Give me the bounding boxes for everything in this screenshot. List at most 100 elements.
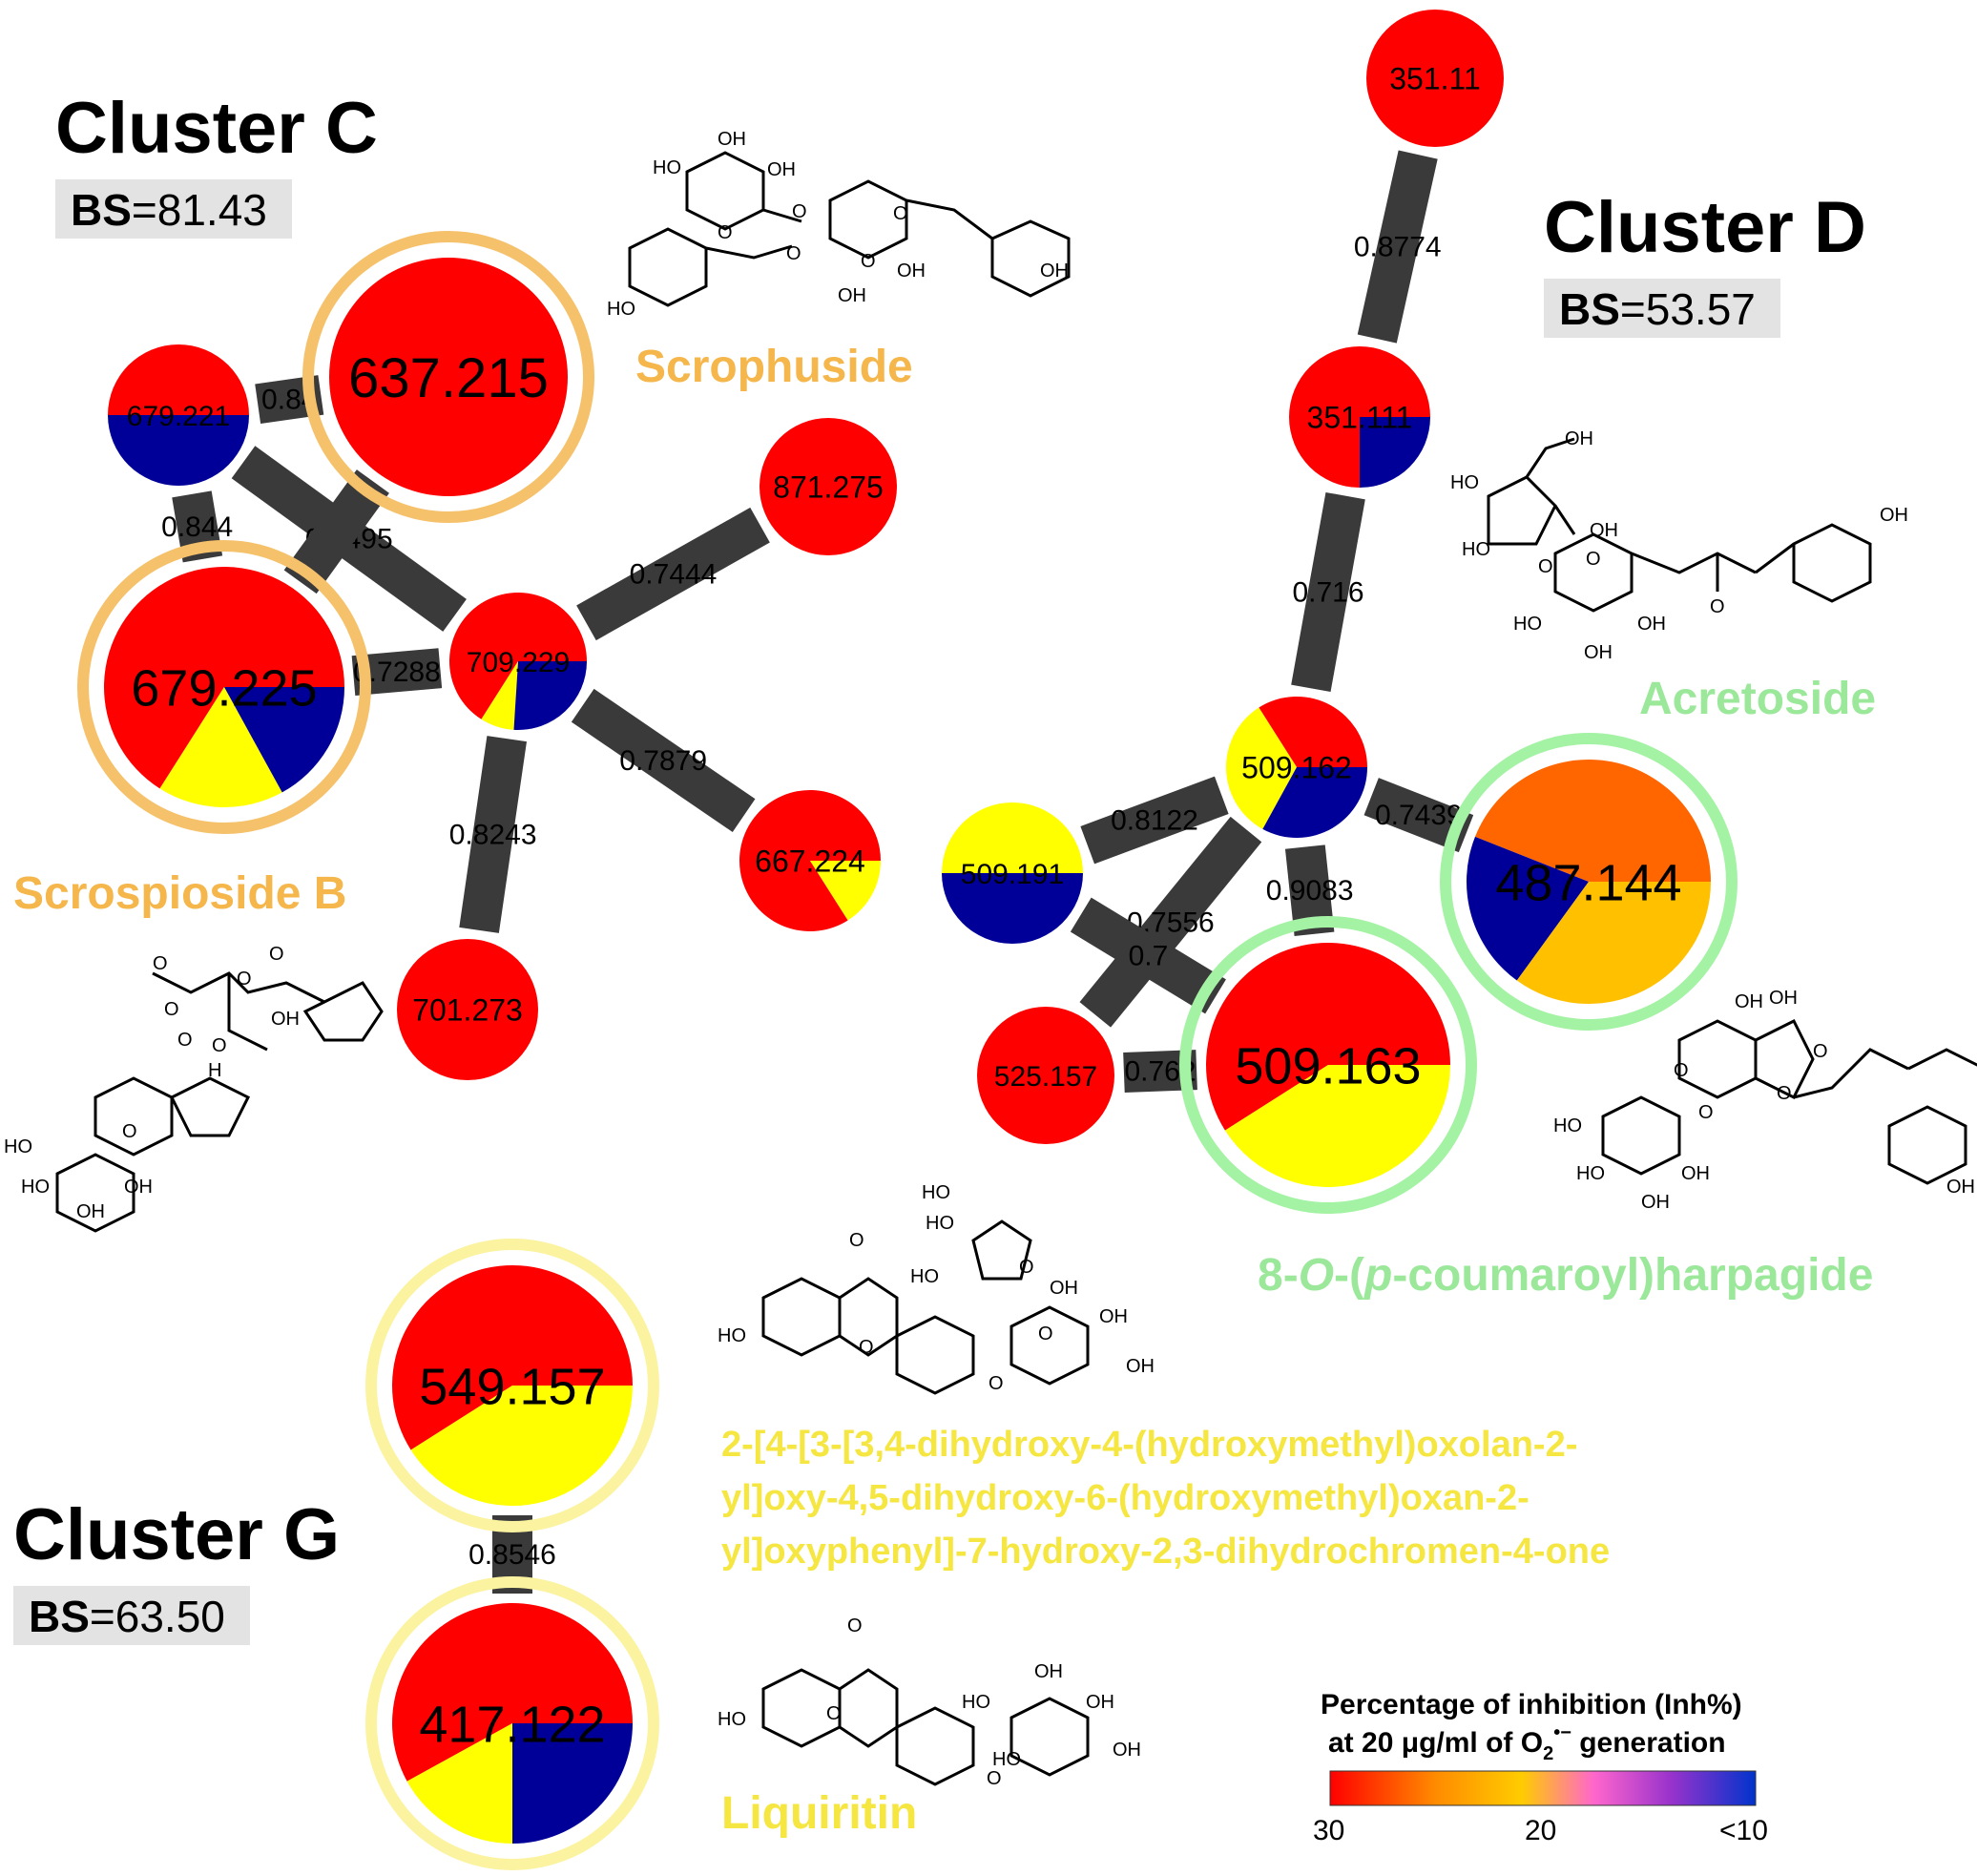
node-n637[interactable]: 637.215 <box>302 231 594 523</box>
pie-slice <box>977 1007 1114 1144</box>
edges-layer: 0.840.8440.74950.72880.74440.78790.82430… <box>161 150 1474 1594</box>
svg-text:OH: OH <box>1584 642 1613 663</box>
node-n509c[interactable]: 509.163 <box>1179 916 1477 1214</box>
node-n351a[interactable]: 351.11 <box>1366 10 1504 147</box>
pie-slice <box>392 1603 633 1782</box>
cluster-g-title: Cluster G <box>13 1494 340 1575</box>
svg-text:HO: HO <box>718 1709 746 1730</box>
node-n549[interactable]: 549.157 <box>365 1239 659 1532</box>
node-n709[interactable]: 709.229 <box>449 593 587 730</box>
edge-weight: 0.9083 <box>1266 875 1354 907</box>
svg-text:OH: OH <box>1565 428 1593 449</box>
svg-text:O: O <box>1674 1060 1689 1081</box>
pie-slice <box>1224 1065 1450 1187</box>
structure-harpagide: OH OH O O O HO HO OH OH O OH <box>1553 988 1977 1213</box>
node-n487[interactable]: 487.144 <box>1440 733 1738 1031</box>
svg-text:O: O <box>988 1373 1004 1394</box>
node-label: 667.224 <box>755 844 865 879</box>
edge-weight: 0.8774 <box>1354 232 1442 263</box>
svg-text:O: O <box>792 201 807 222</box>
node-n509b[interactable]: 509.191 <box>942 803 1083 944</box>
svg-text:HO: HO <box>1553 1115 1582 1136</box>
pie-slice <box>1467 836 1589 981</box>
svg-text:HO: HO <box>992 1749 1021 1770</box>
node-label: 509.191 <box>961 859 1064 890</box>
node-ring <box>1440 733 1738 1031</box>
svg-text:HO: HO <box>21 1177 50 1198</box>
svg-text:O: O <box>1813 1041 1828 1062</box>
node-label: 509.163 <box>1235 1037 1421 1094</box>
pie-slice <box>942 803 1083 873</box>
svg-text:OH: OH <box>1641 1192 1670 1213</box>
svg-text:O: O <box>893 203 908 224</box>
node-label: 487.144 <box>1495 854 1681 911</box>
legend-tick-20: 20 <box>1525 1815 1556 1846</box>
node-ring <box>77 540 371 834</box>
svg-text:O: O <box>826 1703 842 1724</box>
node-n701[interactable]: 701.273 <box>397 939 538 1080</box>
svg-text:HO: HO <box>922 1182 950 1203</box>
pie-slice <box>410 1386 633 1507</box>
node-label: 509.162 <box>1241 751 1352 785</box>
pie-slice <box>481 661 518 730</box>
node-n679b[interactable]: 679.225 <box>77 540 371 834</box>
edge-weight: 0.8546 <box>468 1539 556 1571</box>
svg-text:OH: OH <box>1126 1356 1155 1377</box>
node-label: 351.11 <box>1389 62 1481 96</box>
svg-text:O: O <box>718 222 733 243</box>
node-label: 351.111 <box>1307 401 1413 435</box>
pie-slice <box>1360 417 1430 488</box>
pie-slice <box>392 1265 633 1450</box>
svg-text:O: O <box>1698 1102 1714 1123</box>
pie-slice <box>1226 707 1297 829</box>
svg-text:OH: OH <box>1946 1177 1975 1198</box>
node-label: 709.229 <box>467 647 570 678</box>
svg-text:OH: OH <box>767 159 796 180</box>
legend-colorbar <box>1329 1770 1757 1806</box>
node-n679a[interactable]: 679.221 <box>108 344 249 486</box>
node-n667[interactable]: 667.224 <box>739 790 881 932</box>
pie-slice <box>104 567 345 789</box>
edge-weight: 0.844 <box>161 511 233 543</box>
structure-liquiritin: O HO O HO OH OH HO O OH <box>718 1615 1141 1789</box>
svg-text:O: O <box>1019 1257 1034 1278</box>
svg-text:O: O <box>237 969 252 990</box>
inhibition-legend: Percentage of inhibition (Inh%) at 20 μg… <box>1313 1689 1768 1846</box>
node-n351b[interactable]: 351.111 <box>1289 346 1430 488</box>
edge-weight: 0.7 <box>1129 940 1169 971</box>
node-n509a[interactable]: 509.162 <box>1226 697 1367 838</box>
svg-text:O: O <box>849 1230 864 1251</box>
svg-text:OH: OH <box>1590 520 1618 541</box>
svg-text:O: O <box>847 1615 863 1636</box>
svg-text:OH: OH <box>1681 1163 1710 1184</box>
edge-weight: 0.7444 <box>630 559 718 591</box>
node-label: 701.273 <box>412 993 523 1028</box>
pie-slice <box>1516 882 1711 1005</box>
edge-n709-n701 <box>459 736 527 933</box>
cluster-g-bs: BS=63.50 <box>29 1592 225 1641</box>
compound-acretoside: Acretoside <box>1639 674 1876 724</box>
cluster-c-bs: BS=81.43 <box>71 185 267 235</box>
cluster-d-title: Cluster D <box>1544 187 1866 268</box>
edge-n709-n667 <box>571 688 756 832</box>
edge-weight: 0.716 <box>1292 577 1363 609</box>
node-n417[interactable]: 417.122 <box>365 1576 659 1870</box>
pie-slice <box>1474 760 1711 882</box>
node-ring <box>302 231 594 523</box>
svg-text:O: O <box>122 1121 137 1142</box>
svg-text:O: O <box>164 999 179 1020</box>
node-n525[interactable]: 525.157 <box>977 1007 1114 1144</box>
compound-flavanone-glycoside: 2-[4-[3-[3,4-dihydroxy-4-(hydroxymethyl)… <box>721 1425 1610 1572</box>
node-label: 679.221 <box>127 401 230 432</box>
node-n871[interactable]: 871.275 <box>760 418 897 555</box>
svg-text:HO: HO <box>718 1325 746 1346</box>
legend-tick-30: 30 <box>1313 1815 1344 1846</box>
compound-coumaroyl-harpagide: 8-O-(p-coumaroyl)harpagide <box>1258 1250 1873 1301</box>
structure-scrospioside: O O O O OH O H O HO HO OH OH O <box>4 944 384 1233</box>
pie-slice <box>739 790 881 932</box>
svg-text:OH: OH <box>1086 1692 1114 1713</box>
svg-text:HO: HO <box>1462 539 1490 560</box>
svg-text:OH: OH <box>718 129 746 150</box>
cluster-d-bs-box <box>1544 279 1780 338</box>
svg-text:HO: HO <box>1450 472 1479 493</box>
